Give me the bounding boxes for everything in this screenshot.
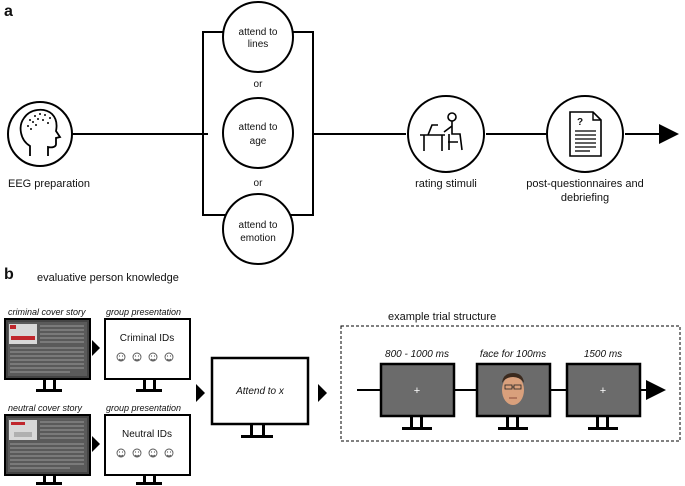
article-text-lines	[10, 325, 84, 373]
panel-b-title: evaluative person knowledge	[37, 272, 179, 284]
branch-age-line1: attend to	[239, 122, 278, 133]
branch-emotion-line2: emotion	[240, 233, 276, 244]
head-profile-icon	[19, 108, 62, 156]
or-label-1: or	[254, 79, 264, 90]
neutral-face-icons	[116, 448, 174, 458]
trial-structure-box	[340, 325, 681, 442]
neutral-group-monitor: Neutral IDs	[104, 414, 191, 485]
arrow-neutral	[92, 436, 100, 452]
rating-stimuli-node	[407, 95, 485, 173]
or-label-2: or	[254, 178, 264, 189]
fixation-cross-2: +	[600, 385, 606, 397]
question-mark-glyph: ?	[577, 117, 583, 128]
branch-attend-age: attend to age	[222, 97, 294, 169]
criminal-ids-label: Criminal IDs	[120, 333, 174, 344]
post-questionnaires-label-line1: post-questionnaires and	[526, 178, 643, 190]
fixation-cross-1: +	[414, 385, 420, 397]
timing-post-fixation-label: 1500 ms	[584, 349, 622, 360]
rating-stimuli-label: rating stimuli	[415, 178, 477, 190]
post-questionnaire-node: ?	[546, 95, 624, 173]
eeg-preparation-node	[7, 101, 73, 167]
criminal-face-icons	[116, 352, 174, 362]
branch-attend-lines: attend to lines	[222, 1, 294, 73]
person-at-computer-icon	[420, 112, 463, 151]
document-icon: ?	[569, 111, 602, 157]
post-questionnaires-label-line2: debriefing	[561, 192, 609, 204]
trial-structure-title: example trial structure	[388, 311, 496, 323]
arrow-to-trial	[318, 384, 327, 402]
timing-face-label: face for 100ms	[480, 349, 546, 360]
face-stimulus	[502, 373, 524, 405]
branch-emotion-line1: attend to	[239, 220, 278, 231]
trial-fixation-monitor: +	[379, 362, 456, 430]
branch-age-line2: age	[250, 136, 267, 147]
arrow-criminal	[92, 340, 100, 356]
branch-lines-line2: lines	[248, 39, 269, 50]
group-presentation-label-neutral: group presentation	[106, 403, 181, 413]
panel-b-label: b	[4, 266, 14, 283]
neutral-cover-story-label: neutral cover story	[8, 403, 83, 413]
criminal-group-monitor: Criminal IDs	[104, 318, 191, 392]
panel-a-label: a	[4, 3, 13, 20]
trial-post-fixation-monitor: +	[565, 362, 642, 430]
attend-to-x-monitor: Attend to x	[210, 356, 310, 438]
neutral-cover-story-monitor	[4, 414, 91, 485]
branch-attend-emotion: attend to emotion	[222, 193, 294, 265]
criminal-cover-story-label: criminal cover story	[8, 307, 86, 317]
eeg-preparation-label: EEG preparation	[8, 178, 90, 190]
timing-fixation-label: 800 - 1000 ms	[385, 349, 449, 360]
branch-lines-line1: attend to	[239, 27, 278, 38]
group-presentation-label-criminal: group presentation	[106, 307, 181, 317]
arrow-to-attend	[196, 384, 205, 402]
neutral-ids-label: Neutral IDs	[122, 429, 172, 440]
criminal-cover-story-monitor	[4, 318, 91, 392]
article-text-lines-neutral	[10, 421, 84, 469]
attend-to-x-label: Attend to x	[235, 386, 285, 397]
trial-face-monitor	[475, 362, 552, 430]
